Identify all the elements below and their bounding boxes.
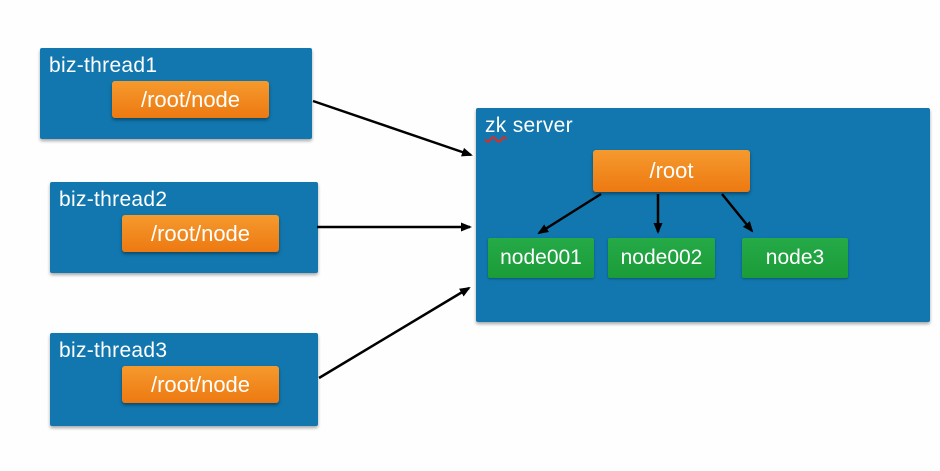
zk-node001-chip: node001 bbox=[488, 238, 594, 278]
zk-server-title-word2: server bbox=[512, 114, 573, 137]
thread3-title: biz-thread3 bbox=[59, 339, 168, 362]
thread1-panel: biz-thread1 /root/node bbox=[40, 48, 312, 139]
zk-node002-chip: node002 bbox=[608, 238, 715, 278]
thread1-path-chip: /root/node bbox=[112, 81, 269, 118]
arrow-thread3-to-server bbox=[318, 286, 471, 380]
thread3-panel: biz-thread3 /root/node bbox=[50, 333, 318, 426]
thread2-title: biz-thread2 bbox=[59, 188, 168, 211]
thread2-panel: biz-thread2 /root/node bbox=[50, 182, 318, 273]
zk-root-chip: /root bbox=[593, 150, 750, 192]
thread3-path-chip: /root/node bbox=[122, 366, 279, 403]
thread1-title: biz-thread1 bbox=[49, 54, 158, 77]
zk-server-title-word1: zk bbox=[485, 114, 507, 137]
thread2-path-chip: /root/node bbox=[122, 215, 279, 252]
zk-node3-chip: node3 bbox=[742, 238, 848, 278]
zk-server-title: zk server bbox=[485, 114, 573, 138]
arrow-thread1-to-server bbox=[312, 99, 473, 157]
zk-server-panel: zk server /root node001 node002 node3 bbox=[476, 108, 930, 322]
